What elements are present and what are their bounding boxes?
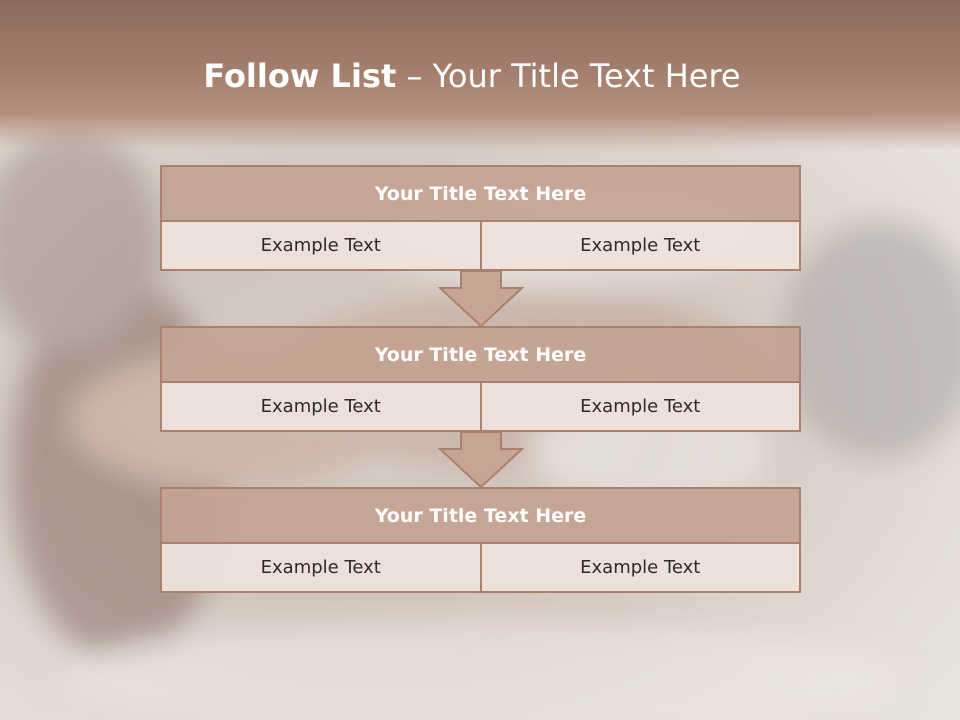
down-arrow-icon [438,432,524,488]
list-block-3: Your Title Text Here Example Text Exampl… [160,487,801,593]
block-row-1: Example Text Example Text [160,222,801,271]
block-3-left-text: Example Text [160,544,482,593]
title-bar [0,0,960,150]
block-row-2: Example Text Example Text [160,383,801,432]
block-title-1: Your Title Text Here [160,165,801,222]
slide-title: Follow List – Your Title Text Here [0,54,944,98]
block-2-right-text: Example Text [481,383,801,432]
list-block-1: Your Title Text Here Example Text Exampl… [160,165,801,271]
slide-title-bold: Follow List [203,57,397,95]
list-block-2: Your Title Text Here Example Text Exampl… [160,326,801,432]
block-3-right-text: Example Text [481,544,801,593]
block-row-3: Example Text Example Text [160,544,801,593]
block-title-2: Your Title Text Here [160,326,801,383]
slide-title-rest: – Your Title Text Here [396,57,741,95]
block-title-3: Your Title Text Here [160,487,801,544]
down-arrow-icon [438,271,524,327]
block-1-right-text: Example Text [481,222,801,271]
block-2-left-text: Example Text [160,383,482,432]
block-1-left-text: Example Text [160,222,482,271]
